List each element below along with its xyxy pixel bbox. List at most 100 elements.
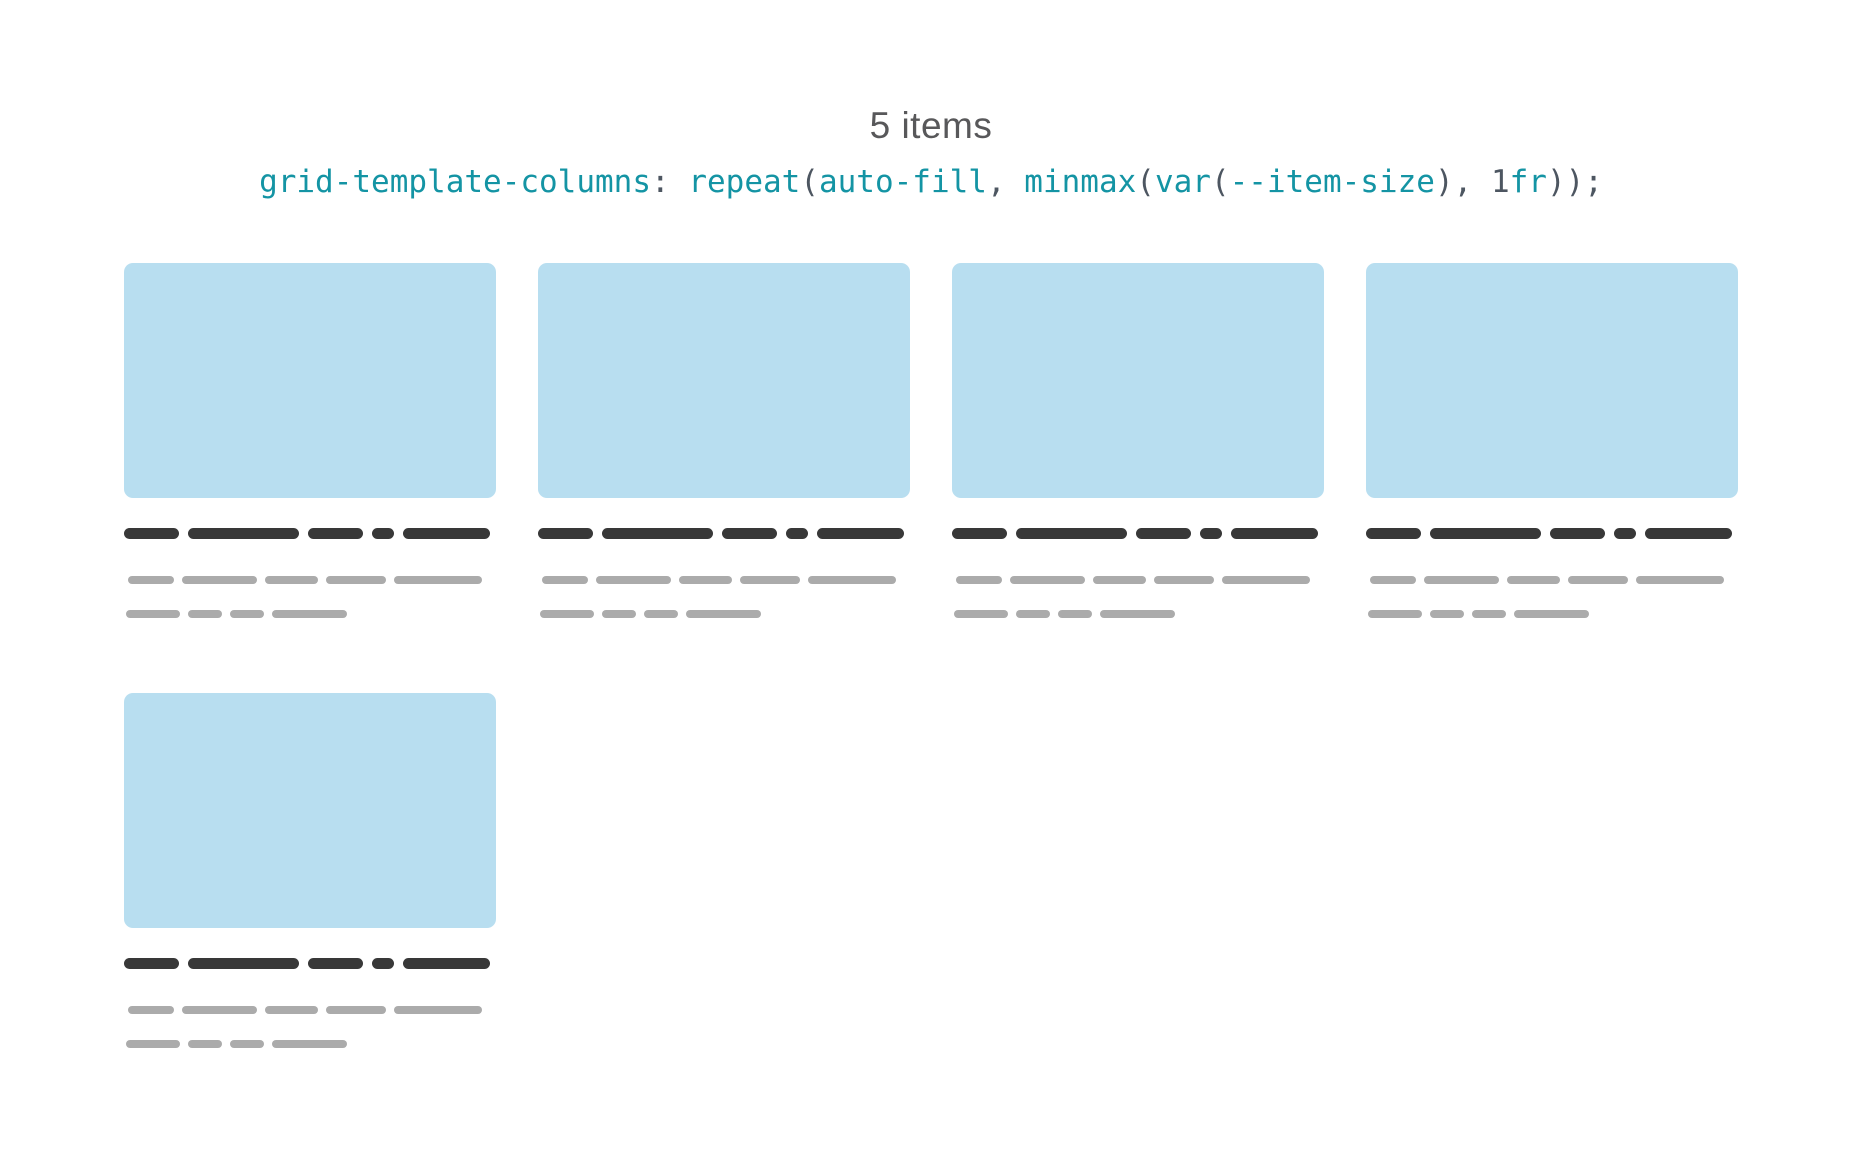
skeleton-segment bbox=[372, 958, 394, 969]
skeleton-segment bbox=[1430, 528, 1541, 539]
skeleton-segment bbox=[1424, 576, 1499, 584]
card-title-skeleton bbox=[1366, 528, 1738, 539]
code-token-unit: fr bbox=[1509, 164, 1547, 200]
skeleton-segment bbox=[1093, 576, 1146, 584]
skeleton-segment bbox=[817, 528, 904, 539]
skeleton-segment bbox=[1514, 610, 1589, 618]
css-code-snippet: grid-template-columns: repeat(auto-fill,… bbox=[0, 160, 1862, 204]
card-image-placeholder bbox=[1366, 263, 1738, 498]
code-token-variable: --item-size bbox=[1229, 164, 1435, 200]
grid-item-card bbox=[952, 263, 1324, 618]
skeleton-segment bbox=[1154, 576, 1214, 584]
card-text-skeleton bbox=[124, 1040, 496, 1048]
skeleton-segment bbox=[1472, 610, 1506, 618]
auto-fill-grid bbox=[124, 263, 1738, 1048]
skeleton-segment bbox=[1200, 528, 1222, 539]
card-text-skeleton bbox=[538, 610, 910, 618]
code-token-punct: ( bbox=[1136, 164, 1155, 200]
skeleton-segment bbox=[1366, 528, 1421, 539]
card-image-placeholder bbox=[124, 263, 496, 498]
skeleton-segment bbox=[265, 1006, 318, 1014]
code-token-punct: , bbox=[986, 164, 1025, 200]
code-token-punct: : bbox=[651, 164, 689, 200]
skeleton-segment bbox=[1100, 610, 1175, 618]
skeleton-segment bbox=[1507, 576, 1560, 584]
skeleton-segment bbox=[1016, 610, 1050, 618]
grid-item-card bbox=[124, 693, 496, 1048]
skeleton-segment bbox=[722, 528, 777, 539]
skeleton-segment bbox=[403, 958, 490, 969]
skeleton-segment bbox=[128, 576, 174, 584]
skeleton-segment bbox=[1058, 610, 1092, 618]
skeleton-segment bbox=[602, 610, 636, 618]
skeleton-segment bbox=[1010, 576, 1085, 584]
skeleton-segment bbox=[182, 1006, 257, 1014]
card-title-skeleton bbox=[952, 528, 1324, 539]
skeleton-segment bbox=[124, 958, 179, 969]
skeleton-segment bbox=[1636, 576, 1724, 584]
skeleton-segment bbox=[394, 1006, 482, 1014]
code-token-punct: ( bbox=[800, 164, 819, 200]
skeleton-segment bbox=[265, 576, 318, 584]
code-token-property: grid-template-columns bbox=[259, 164, 651, 200]
card-text-skeleton bbox=[538, 576, 910, 584]
skeleton-segment bbox=[188, 528, 299, 539]
skeleton-segment bbox=[230, 610, 264, 618]
skeleton-segment bbox=[602, 528, 713, 539]
skeleton-segment bbox=[308, 528, 363, 539]
skeleton-segment bbox=[308, 958, 363, 969]
skeleton-segment bbox=[786, 528, 808, 539]
code-token-function: minmax bbox=[1024, 164, 1137, 200]
skeleton-segment bbox=[1222, 576, 1310, 584]
skeleton-segment bbox=[126, 1040, 180, 1048]
code-token-function: var bbox=[1154, 164, 1211, 200]
card-title-skeleton bbox=[124, 528, 496, 539]
card-text-skeleton bbox=[124, 610, 496, 618]
skeleton-segment bbox=[1430, 610, 1464, 618]
skeleton-segment bbox=[1136, 528, 1191, 539]
skeleton-segment bbox=[956, 576, 1002, 584]
item-count-label: 5 items bbox=[869, 105, 993, 146]
card-title-skeleton bbox=[124, 958, 496, 969]
card-text-skeleton bbox=[952, 610, 1324, 618]
card-text-skeleton bbox=[124, 1006, 496, 1014]
skeleton-segment bbox=[326, 576, 386, 584]
skeleton-segment bbox=[394, 576, 482, 584]
code-token-punct: , bbox=[1453, 164, 1491, 200]
skeleton-segment bbox=[126, 610, 180, 618]
skeleton-segment bbox=[128, 1006, 174, 1014]
card-text-skeleton bbox=[1366, 610, 1738, 618]
skeleton-segment bbox=[542, 576, 588, 584]
skeleton-segment bbox=[1550, 528, 1605, 539]
card-image-placeholder bbox=[952, 263, 1324, 498]
skeleton-segment bbox=[808, 576, 896, 584]
card-image-placeholder bbox=[124, 693, 496, 928]
skeleton-segment bbox=[952, 528, 1007, 539]
skeleton-segment bbox=[538, 528, 593, 539]
skeleton-segment bbox=[124, 528, 179, 539]
card-text-skeleton bbox=[952, 576, 1324, 584]
skeleton-segment bbox=[372, 528, 394, 539]
skeleton-segment bbox=[272, 1040, 347, 1048]
skeleton-segment bbox=[1370, 576, 1416, 584]
code-token-function: repeat bbox=[688, 164, 801, 200]
skeleton-segment bbox=[740, 576, 800, 584]
skeleton-segment bbox=[540, 610, 594, 618]
code-token-punct: )); bbox=[1546, 164, 1603, 200]
skeleton-segment bbox=[230, 1040, 264, 1048]
code-token-punct: ) bbox=[1434, 164, 1454, 200]
card-text-skeleton bbox=[124, 576, 496, 584]
skeleton-segment bbox=[326, 1006, 386, 1014]
code-token-punct: ( bbox=[1210, 164, 1230, 200]
skeleton-segment bbox=[182, 576, 257, 584]
skeleton-segment bbox=[272, 610, 347, 618]
skeleton-segment bbox=[954, 610, 1008, 618]
skeleton-segment bbox=[188, 610, 222, 618]
code-token-value: auto-fill bbox=[818, 164, 987, 200]
skeleton-segment bbox=[596, 576, 671, 584]
grid-item-card bbox=[538, 263, 910, 618]
card-image-placeholder bbox=[538, 263, 910, 498]
code-token-punct: 1 bbox=[1490, 164, 1510, 200]
card-text-skeleton bbox=[1366, 576, 1738, 584]
